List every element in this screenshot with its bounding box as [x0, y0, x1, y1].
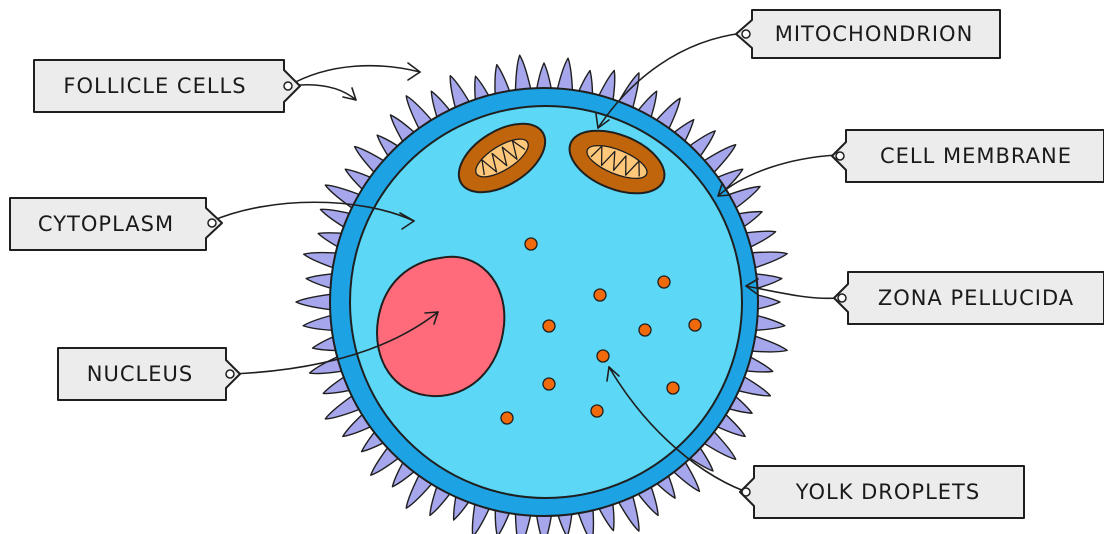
label-zona-pellucida: ZONA PELLUCIDA — [834, 272, 1104, 324]
yolk-droplet — [543, 320, 555, 332]
yolk-droplet — [591, 405, 603, 417]
label-mitochondrion-text: MITOCHONDRION — [775, 22, 974, 46]
yolk-droplet — [543, 378, 555, 390]
label-cell-membrane-text: CELL MEMBRANE — [880, 144, 1072, 168]
label-nucleus-text: NUCLEUS — [87, 362, 193, 386]
label-cytoplasm-text: CYTOPLASM — [38, 212, 174, 236]
yolk-droplet — [594, 289, 606, 301]
yolk-droplet — [639, 324, 651, 336]
yolk-droplet — [667, 382, 679, 394]
label-yolk-droplets: YOLK DROPLETS — [740, 466, 1024, 518]
label-follicle-cells-text: FOLLICLE CELLS — [63, 74, 246, 98]
label-yolk-droplets-text: YOLK DROPLETS — [795, 480, 980, 504]
yolk-droplet — [597, 350, 609, 362]
yolk-droplet — [689, 319, 701, 331]
yolk-droplet — [501, 412, 513, 424]
label-follicle-cells: FOLLICLE CELLS — [34, 60, 300, 112]
yolk-droplet — [658, 276, 670, 288]
label-nucleus: NUCLEUS — [58, 348, 240, 400]
label-cytoplasm: CYTOPLASM — [10, 198, 222, 250]
label-cell-membrane: CELL MEMBRANE — [832, 130, 1104, 182]
label-mitochondrion: MITOCHONDRION — [736, 10, 1000, 58]
yolk-droplet — [525, 238, 537, 250]
label-zona-pellucida-text: ZONA PELLUCIDA — [878, 286, 1074, 310]
